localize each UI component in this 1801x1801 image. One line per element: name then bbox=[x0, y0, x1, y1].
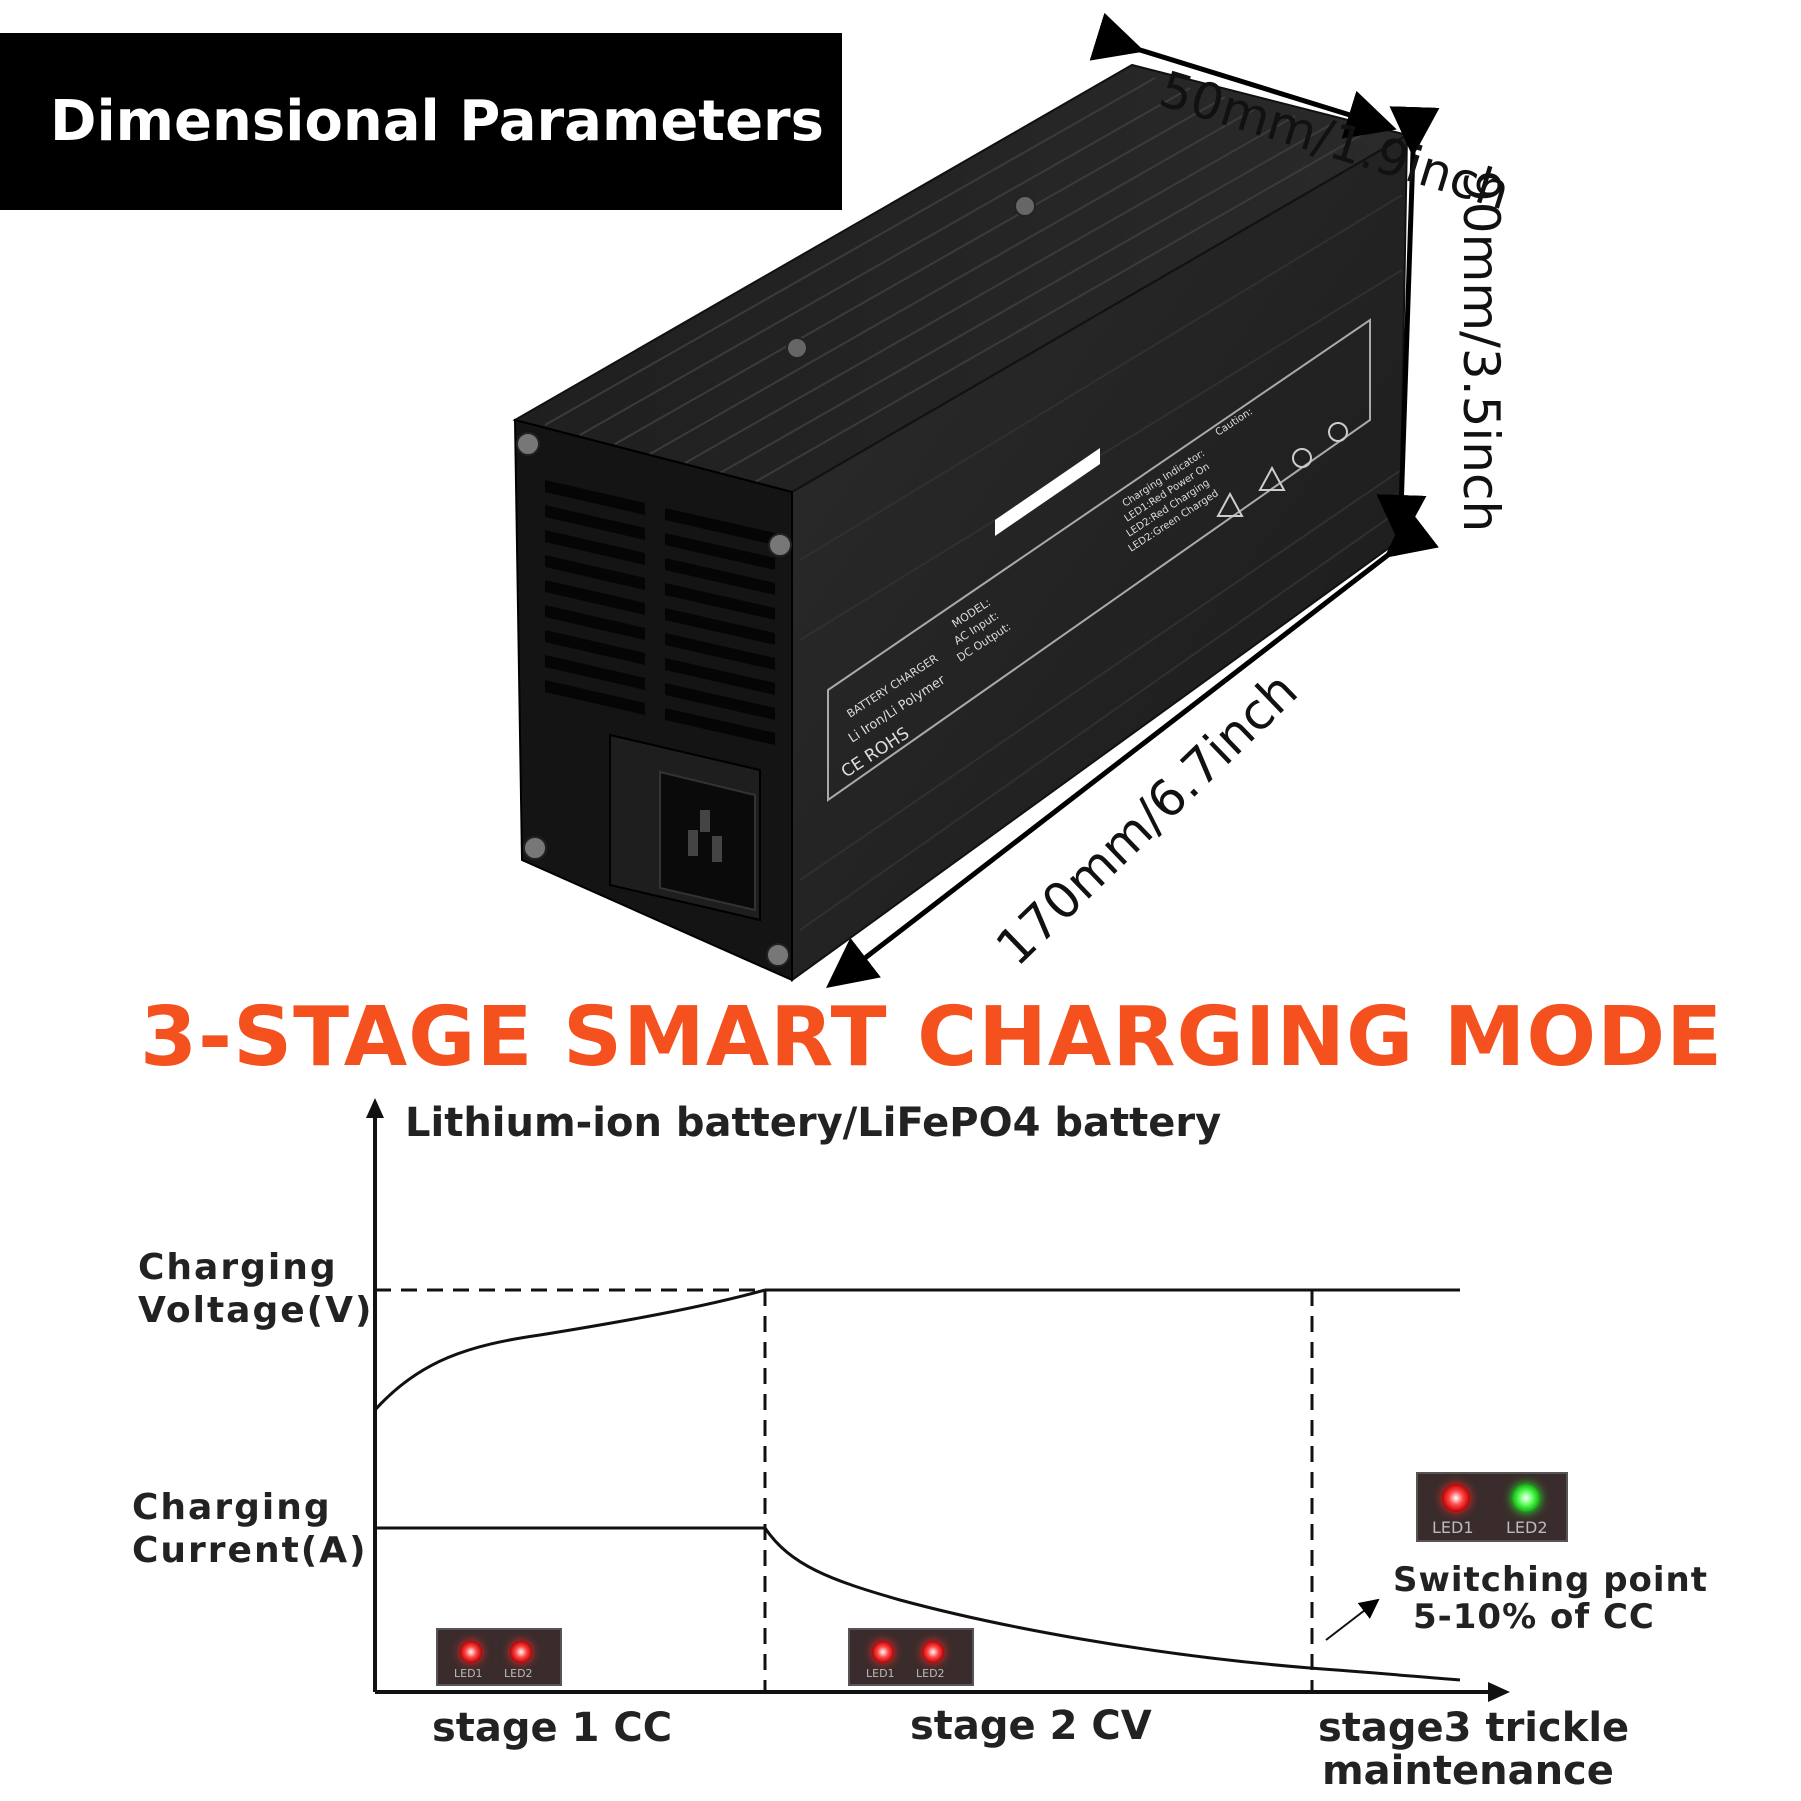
switching-point-label: 5-10% of CC bbox=[1413, 1597, 1655, 1637]
led-indicator-stage1: LED1 LED2 bbox=[436, 1628, 562, 1686]
charger-device: BATTERY CHARGER Li Iron/Li Polymer CE RO… bbox=[512, 63, 1410, 982]
led2-green-icon bbox=[1512, 1484, 1540, 1512]
dimension-height-label: 90mm/3.5inch bbox=[1452, 170, 1510, 533]
led-indicator-stage3: LED1 LED2 bbox=[1416, 1472, 1568, 1542]
led1-red-icon bbox=[460, 1641, 482, 1663]
power-socket-icon bbox=[609, 733, 761, 922]
length-arrow bbox=[826, 507, 1439, 989]
front-screw-icon bbox=[516, 432, 540, 456]
current-axis-label: Charging bbox=[132, 1487, 332, 1528]
voltage-axis-label: Charging bbox=[138, 1247, 338, 1288]
charging-chart bbox=[366, 1098, 1510, 1702]
vent-slots bbox=[545, 480, 775, 745]
led1-red-icon bbox=[1442, 1484, 1470, 1512]
led1-label: LED1 bbox=[454, 1667, 483, 1680]
stage3-label: stage3 trickle bbox=[1318, 1705, 1630, 1751]
voltage-axis-label: Voltage(V) bbox=[138, 1290, 374, 1331]
page-title: Dimensional Parameters bbox=[50, 89, 824, 154]
y-axis-arrow-icon bbox=[366, 1098, 384, 1118]
led2-label: LED2 bbox=[916, 1667, 945, 1680]
top-screw-icon bbox=[786, 337, 808, 359]
front-screw-icon bbox=[768, 533, 792, 557]
current-decay-curve bbox=[763, 1527, 1461, 1682]
warning-icon bbox=[1258, 465, 1286, 491]
led2-label: LED2 bbox=[504, 1667, 533, 1680]
front-screw-icon bbox=[766, 943, 790, 967]
front-screw-icon bbox=[523, 836, 547, 860]
charging-mode-title: 3-STAGE SMART CHARGING MODE bbox=[140, 990, 1724, 1085]
vent-column-right bbox=[665, 508, 775, 745]
cert-badge-icon bbox=[1328, 422, 1348, 442]
stage3-label: maintenance bbox=[1322, 1748, 1614, 1794]
led1-red-icon bbox=[872, 1641, 894, 1663]
led2-red-icon bbox=[510, 1641, 532, 1663]
x-axis-arrow-icon bbox=[1488, 1682, 1510, 1702]
led1-label: LED1 bbox=[866, 1667, 895, 1680]
height-arrow bbox=[1376, 106, 1440, 545]
dimension-arrows bbox=[826, 12, 1440, 989]
top-screw-icon bbox=[1014, 195, 1036, 217]
led-indicator-stage2: LED1 LED2 bbox=[848, 1628, 974, 1686]
led1-label: LED1 bbox=[1432, 1518, 1474, 1537]
voltage-curve bbox=[373, 1288, 766, 1412]
switching-point-label: Switching point bbox=[1393, 1560, 1709, 1600]
width-arrow bbox=[1089, 12, 1397, 139]
stage1-label: stage 1 CC bbox=[432, 1705, 673, 1751]
stage2-label: stage 2 CV bbox=[910, 1703, 1152, 1749]
header-banner: Dimensional Parameters bbox=[0, 33, 842, 210]
switching-point-arrow bbox=[1325, 1598, 1380, 1641]
vent-column-left bbox=[545, 480, 645, 715]
led2-red-icon bbox=[922, 1641, 944, 1663]
cert-badge-icon bbox=[1292, 448, 1312, 468]
current-axis-label: Current(A) bbox=[132, 1530, 368, 1571]
top-ribs bbox=[544, 77, 1366, 483]
battery-type-label: Lithium-ion battery/LiFePO4 battery bbox=[405, 1100, 1222, 1146]
led2-label: LED2 bbox=[1506, 1518, 1548, 1537]
